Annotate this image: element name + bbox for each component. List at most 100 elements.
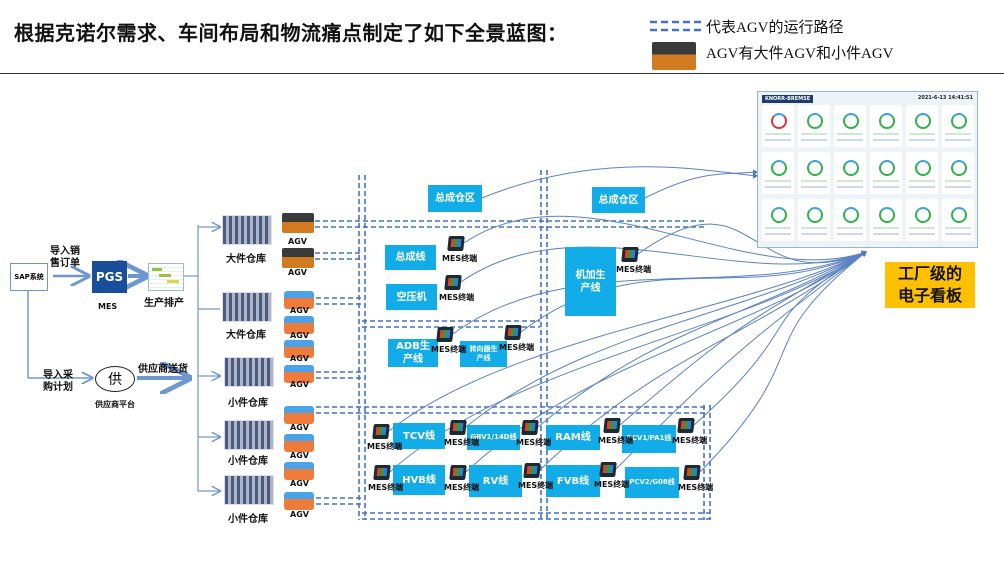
dashboard-card <box>762 152 794 194</box>
agv-legend-icon <box>652 42 696 70</box>
dashboard-card-row <box>909 180 935 182</box>
mes-terminal-icon <box>677 418 695 433</box>
dashboard-card <box>762 105 794 147</box>
dashboard-gauge <box>843 160 859 176</box>
compressor-box: 空压机 <box>386 284 437 310</box>
dashboard-card <box>834 152 866 194</box>
dashboard-card <box>798 152 830 194</box>
mes-terminal-label: MES终端 <box>367 442 403 451</box>
mes-terminal-icon <box>436 327 454 342</box>
dashboard-card <box>834 199 866 241</box>
large-agv-icon <box>282 213 314 233</box>
dashboard-gauge <box>915 160 931 176</box>
dashboard-card-row <box>945 133 971 135</box>
assembly-store-area-1: 总成仓区 <box>428 185 482 212</box>
dashboard-card-row <box>945 139 971 141</box>
warehouse-image <box>222 292 272 322</box>
warehouse-image <box>222 215 272 245</box>
mes-to-dashboard-link <box>389 251 867 473</box>
mes-to-dashboard-link <box>699 251 867 473</box>
mes-data-links <box>388 166 867 473</box>
dashboard-gauge <box>951 113 967 129</box>
mes-terminal-icon <box>683 465 701 480</box>
dashboard-gauge <box>915 113 931 129</box>
dashboard-card-row <box>909 133 935 135</box>
mes-terminal-label: MES终端 <box>442 254 478 263</box>
warehouse-label: 小件仓库 <box>228 514 268 525</box>
dashboard-card <box>762 199 794 241</box>
dashboard-card <box>870 199 902 241</box>
dashboard-card-row <box>837 180 863 182</box>
dashboard-card <box>906 152 938 194</box>
page-title: 根据克诺尔需求、车间布局和物流痛点制定了如下全景蓝图： <box>14 21 568 45</box>
dashboard-card-row <box>801 186 827 188</box>
dashboard-card-row <box>873 133 899 135</box>
dashboard-card-row <box>837 186 863 188</box>
small-agv-icon <box>284 340 314 358</box>
dashboard-card-row <box>801 133 827 135</box>
dashboard-card <box>798 105 830 147</box>
dashboard-card-row <box>945 233 971 235</box>
dashboard-card-row <box>945 186 971 188</box>
store-to-dashboard-link <box>644 169 758 199</box>
dashboard-card-row <box>765 186 791 188</box>
warehouse-label: 大件仓库 <box>226 330 266 341</box>
dashboard-card-row <box>945 227 971 229</box>
small-agv-icon <box>284 462 314 480</box>
mes-terminal-label: MES终端 <box>368 483 404 492</box>
warehouse-image <box>224 475 274 505</box>
mes-terminal-icon <box>372 424 390 439</box>
dashboard-card-row <box>837 227 863 229</box>
small-agv-icon <box>284 434 314 452</box>
tcv-line-box: TCV线 <box>393 423 445 449</box>
mes-terminal-label: MES终端 <box>516 438 552 447</box>
mes-to-dashboard-link <box>465 251 867 428</box>
mes-to-dashboard-link <box>537 251 867 428</box>
dashboard-card-row <box>909 227 935 229</box>
dashboard-gauge <box>879 113 895 129</box>
dashboard-gauge <box>807 113 823 129</box>
dashboard-card-row <box>801 233 827 235</box>
dashboard-card <box>906 105 938 147</box>
agv-label: AGV <box>288 268 307 277</box>
warehouse-label: 小件仓库 <box>228 456 268 467</box>
import-purchase-label: 导入采购计划 <box>43 370 73 393</box>
assembly-line-box: 总成线 <box>385 245 436 270</box>
rv-line-box: RV线 <box>469 465 522 497</box>
dashboard-timestamp: 2021-6-13 14:41:51 <box>917 95 973 101</box>
supplier-platform-icon: 供 <box>95 366 135 392</box>
dashboard-card-row <box>801 227 827 229</box>
mes-terminal-icon <box>621 247 639 262</box>
dashboard-card-row <box>837 139 863 141</box>
mes-terminal-icon <box>521 420 539 435</box>
gantt-chart-icon <box>148 263 184 291</box>
fvb-line-box: FVB线 <box>546 465 600 497</box>
dashboard-gauge <box>951 207 967 223</box>
dashboard-card-row <box>873 233 899 235</box>
mes-terminal-icon <box>373 465 391 480</box>
mes-terminal-label: MES终端 <box>616 265 652 274</box>
agv-label: AGV <box>290 380 309 389</box>
dashboard-card-row <box>873 180 899 182</box>
dashboard-card-row <box>909 233 935 235</box>
mes-terminal-icon <box>447 236 465 251</box>
dashboard-card <box>942 105 974 147</box>
dashboard-card-row <box>837 133 863 135</box>
import-sales-label: 导入销售订单 <box>50 246 80 269</box>
pcv1-line-box: PCV1/PA1线 <box>622 425 676 453</box>
dashboard-card <box>906 199 938 241</box>
dashboard-card-row <box>801 139 827 141</box>
mes-terminal-label: MES终端 <box>444 483 480 492</box>
dashboard-gauge <box>807 160 823 176</box>
supplier-delivery-label: 供应商送货 <box>138 364 188 375</box>
dashboard-card-row <box>945 180 971 182</box>
mes-terminal-label: MES终端 <box>444 438 480 447</box>
adb-line-box: ADB生产线 <box>388 339 438 367</box>
dashboard-card-row <box>765 133 791 135</box>
agv-label: AGV <box>290 423 309 432</box>
dashboard-card-row <box>873 186 899 188</box>
dashboard-gauge <box>771 160 787 176</box>
dashboard-card-row <box>837 233 863 235</box>
